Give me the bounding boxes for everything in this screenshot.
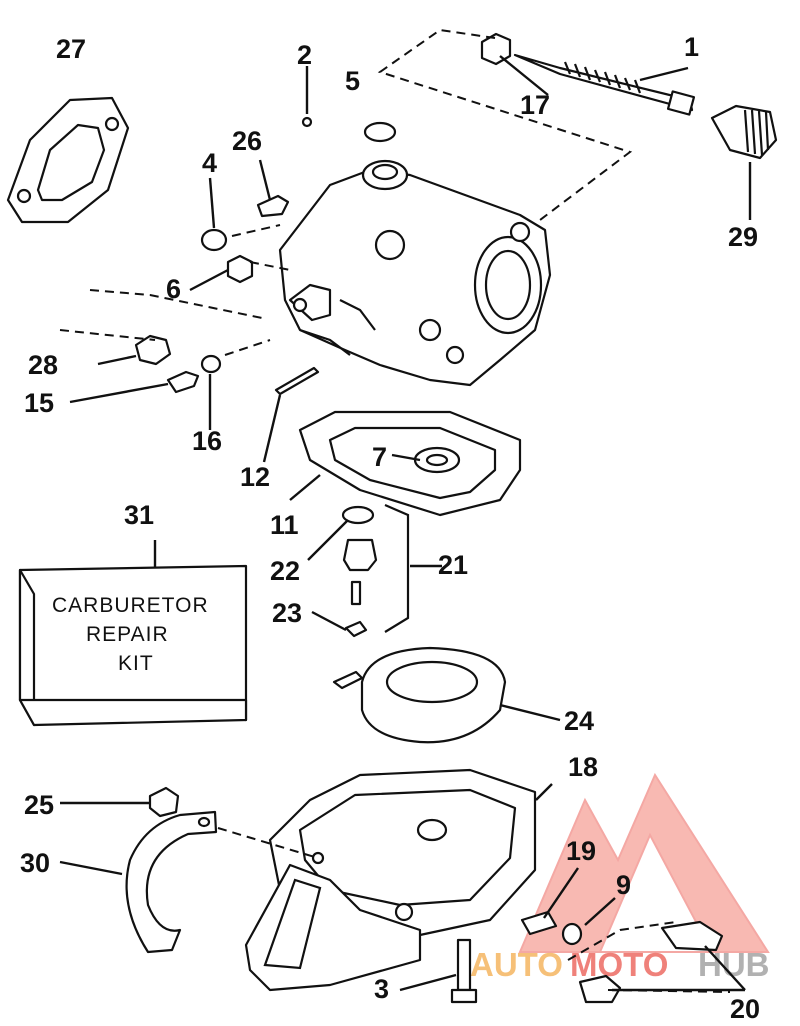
flange-gasket-part bbox=[6, 96, 130, 224]
needle-part bbox=[350, 580, 362, 606]
callout-9: 9 bbox=[616, 870, 631, 900]
callout-20: 20 bbox=[730, 994, 760, 1024]
ball-part-2 bbox=[301, 116, 313, 128]
callout-2: 2 bbox=[297, 40, 312, 70]
nut-part-6 bbox=[226, 254, 254, 284]
callout-30: 30 bbox=[20, 848, 50, 878]
callout-1: 1 bbox=[684, 32, 699, 62]
knob-part bbox=[710, 104, 778, 160]
repair-kit-box: CARBURETOR REPAIR KIT bbox=[18, 564, 248, 727]
spring-part-19 bbox=[520, 910, 558, 936]
bracket-line-21 bbox=[384, 503, 410, 633]
float-bowl-part bbox=[244, 768, 537, 992]
callout-24: 24 bbox=[564, 706, 594, 736]
float-part bbox=[332, 646, 507, 744]
screw-part-25 bbox=[148, 786, 180, 818]
callout-7: 7 bbox=[372, 442, 387, 472]
callout-27: 27 bbox=[56, 34, 86, 64]
callout-5: 5 bbox=[345, 66, 360, 96]
leader-lines bbox=[59, 55, 752, 992]
callout-16: 16 bbox=[192, 426, 222, 456]
washer-part-9 bbox=[561, 922, 583, 946]
callout-4: 4 bbox=[202, 148, 217, 178]
needle-seat-part bbox=[342, 538, 378, 572]
clamp-part bbox=[125, 810, 218, 954]
fitting-part-26 bbox=[256, 194, 290, 218]
clamp-screw-hole bbox=[197, 816, 211, 828]
callout-23: 23 bbox=[272, 598, 302, 628]
callout-19: 19 bbox=[566, 836, 596, 866]
watermark-triangle-mark bbox=[518, 772, 770, 953]
clip-part-23 bbox=[344, 620, 368, 638]
callout-17: 17 bbox=[520, 90, 550, 120]
callout-12: 12 bbox=[240, 462, 270, 492]
nut-part-28 bbox=[134, 334, 172, 366]
drain-plug-part-20a bbox=[660, 920, 724, 952]
callout-11: 11 bbox=[270, 510, 299, 540]
plug-part-4 bbox=[200, 228, 228, 252]
callout-29: 29 bbox=[728, 222, 758, 252]
callout-31: 31 bbox=[124, 500, 154, 530]
bowl-gasket-part bbox=[298, 410, 522, 517]
kit-box-line3: KIT bbox=[118, 652, 154, 675]
needle-valve-part bbox=[513, 53, 696, 116]
callout-26: 26 bbox=[232, 126, 262, 156]
packing-nut-part bbox=[480, 32, 512, 66]
watermark-text-auto: AUTO bbox=[470, 946, 563, 983]
washer-part-16 bbox=[200, 354, 222, 374]
callout-15: 15 bbox=[24, 388, 54, 418]
bolt-part-3 bbox=[450, 938, 478, 1004]
screw-part-15 bbox=[166, 370, 200, 394]
callout-6: 6 bbox=[166, 274, 181, 304]
callout-22: 22 bbox=[270, 556, 300, 586]
seat-gasket-part-22 bbox=[341, 505, 375, 525]
carburetor-body-part bbox=[278, 159, 552, 387]
callout-25: 25 bbox=[24, 790, 54, 820]
callout-21: 21 bbox=[438, 550, 468, 580]
callout-3: 3 bbox=[374, 974, 389, 1004]
kit-box-line2: REPAIR bbox=[86, 623, 169, 646]
watermark-logo: AUTO MOTO HUB bbox=[470, 772, 770, 983]
drain-plug-part-20b bbox=[578, 974, 622, 1004]
callout-labels: 1 2 3 4 5 6 7 9 11 12 15 16 17 18 19 20 … bbox=[20, 32, 760, 1024]
callout-18: 18 bbox=[568, 752, 598, 782]
callout-28: 28 bbox=[28, 350, 58, 380]
kit-box-line1: CARBURETOR bbox=[52, 594, 209, 617]
pin-part-12 bbox=[274, 366, 320, 396]
plug-part-5 bbox=[363, 121, 397, 143]
watermark-text-moto: MOTO bbox=[570, 946, 668, 983]
